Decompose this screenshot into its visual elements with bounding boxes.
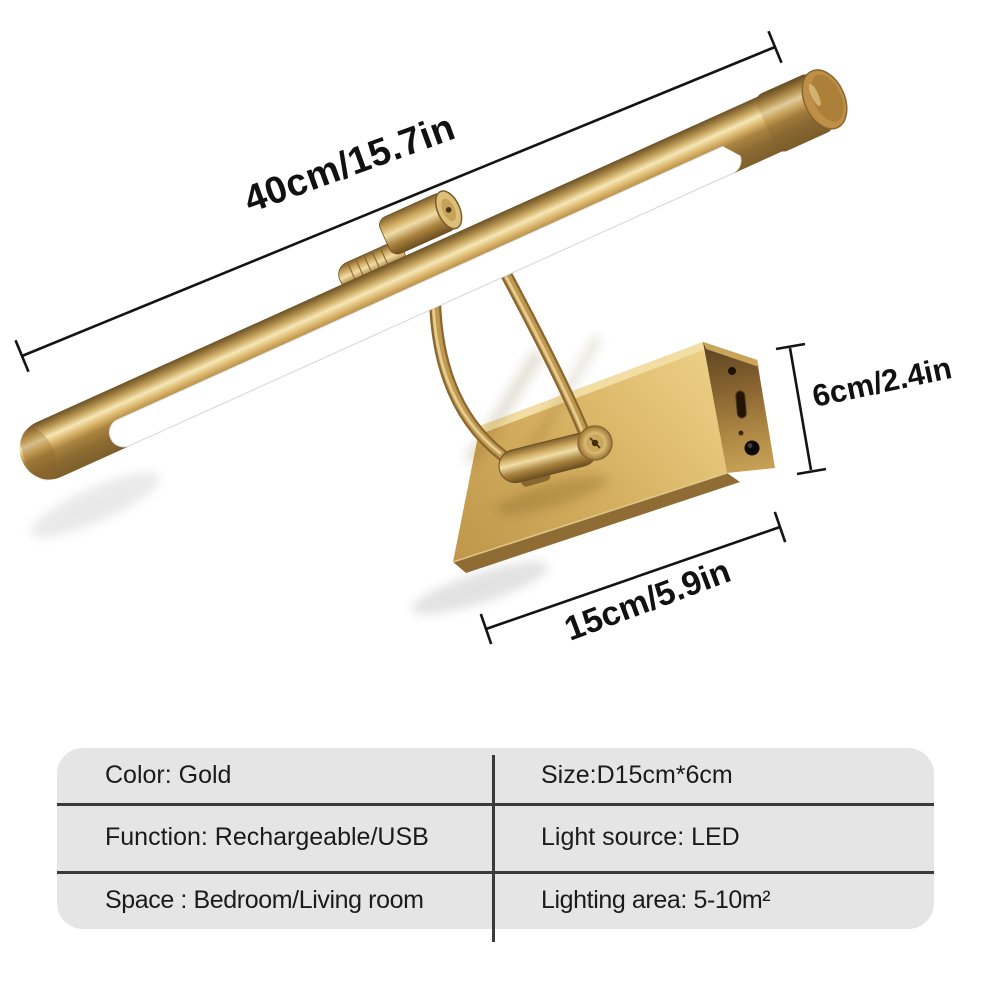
soft-shadows <box>30 472 549 615</box>
left-end-shading <box>21 427 57 481</box>
indicator-pinhole <box>738 430 744 436</box>
spec-cell-size: Size:D15cm*6cm <box>541 761 733 789</box>
dimension-40cm <box>14 30 783 373</box>
power-button-highlight <box>747 443 753 448</box>
table-column-divider <box>492 755 495 942</box>
dimension-tick-15cm-left <box>479 613 493 645</box>
dimension-line-15cm <box>485 525 781 631</box>
swing-arm-left <box>429 294 508 461</box>
diffuser-end-step <box>722 127 777 164</box>
usb-port-slot <box>735 390 747 419</box>
bar-end-shadow <box>30 472 160 538</box>
hinge-joint <box>498 425 613 487</box>
swing-arm-right <box>500 268 592 443</box>
dimension-label-15cm: 15cm/5.9in <box>559 552 735 648</box>
mount-box-top-bevel <box>480 342 709 432</box>
mount-box-shadow <box>411 561 549 615</box>
dimension-15cm <box>479 511 787 645</box>
mount-box-bottom-edge-highlight <box>452 472 728 563</box>
screw-slot <box>589 437 601 449</box>
spec-cell-light-source: Light source: LED <box>541 822 740 851</box>
spec-cell-space: Space : Bedroom/Living room <box>105 885 424 914</box>
dimension-tick-15cm-right <box>773 511 787 543</box>
table-row-divider-1 <box>57 803 934 806</box>
dimension-tick-40cm-right <box>767 30 783 64</box>
dimension-tick-6cm-top <box>775 342 806 351</box>
table-row-divider-2 <box>57 871 934 874</box>
dimension-label-6cm: 6cm/2.4in <box>809 350 955 414</box>
dimension-6cm <box>775 342 827 476</box>
mount-box-bottom-face <box>453 473 740 573</box>
swing-arms <box>429 268 592 461</box>
dimension-tick-6cm-bottom <box>796 467 827 476</box>
mount-box-side-top-bevel <box>703 342 759 367</box>
dimension-line-40cm <box>21 45 776 358</box>
dimension-line-6cm <box>788 347 813 471</box>
spec-cell-lighting-area: Lighting area: 5-10m² <box>541 885 771 914</box>
end-cap-rim-highlight <box>808 83 821 107</box>
spec-table: Color: Gold Size:D15cm*6cm Function: Rec… <box>57 748 934 929</box>
charge-indicator-dot <box>728 367 736 375</box>
dimension-tick-40cm-left <box>14 339 30 373</box>
light-bar <box>19 69 848 481</box>
spec-cell-function: Function: Rechargeable/USB <box>105 822 429 851</box>
power-button <box>744 440 760 456</box>
end-cap-face-inner <box>810 74 844 122</box>
spec-cell-color: Color: Gold <box>105 761 232 789</box>
pivot-screw-center <box>445 207 452 213</box>
